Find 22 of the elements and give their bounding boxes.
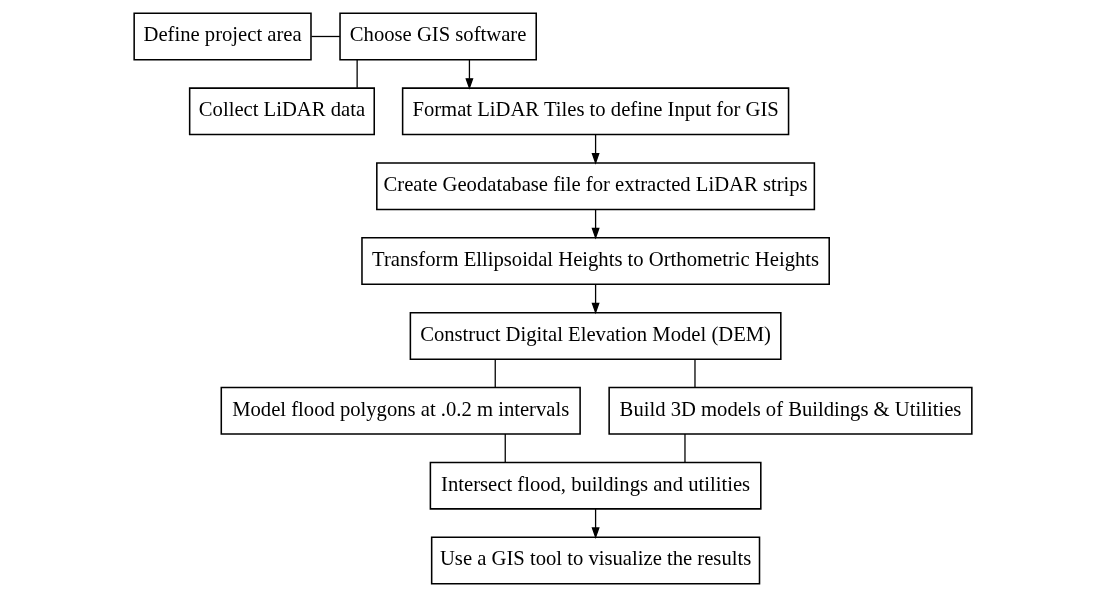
node-box: Format LiDAR Tiles to define Input for GIS [401,87,789,136]
arrow [591,508,600,539]
connector [494,358,496,388]
connector [693,358,696,388]
node-box: Model flood polygons at .0.2 m intervals [220,386,581,435]
node-box: Build 3D models of Buildings & Utilities [607,386,973,435]
arrow [464,59,473,90]
connector [504,433,506,463]
node-box: Choose GIS software [338,12,537,61]
node-box: Collect LiDAR data [188,87,375,136]
arrow [591,283,600,315]
node-box: Construct Digital Elevation Model (DEM) [409,311,782,360]
node-box: Create Geodatabase file for extracted LiDAR strips [375,162,815,211]
connector [356,59,358,89]
node-box: Intersect flood, buildings and utilities [429,461,762,510]
node-box: Use a GIS tool to visualize the results [430,536,760,585]
connector [683,433,686,463]
node-box: Transform Ellipsoidal Heights to Orthometric Heights [360,237,830,286]
node-box: Define project area [132,12,312,61]
arrow [591,208,600,240]
connector [310,35,341,38]
arrow [591,133,600,165]
